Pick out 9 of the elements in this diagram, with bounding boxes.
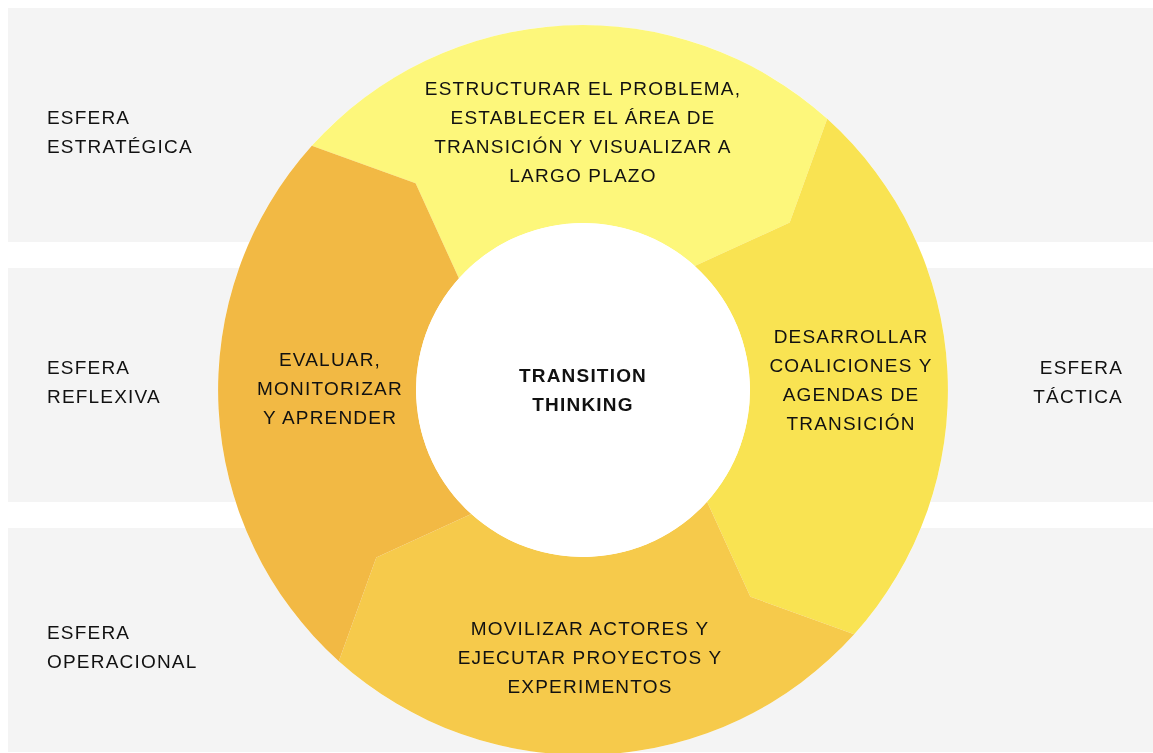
sphere-label: ESFERA REFLEXIVA xyxy=(47,356,162,409)
sphere-label: ESFERA OPERACIONAL xyxy=(47,621,199,674)
sphere-label: ESFERA ESTRATÉGICA xyxy=(47,106,194,159)
step-label: ESTRUCTURAR EL PROBLEMA, ESTABLECER EL ÁREA DE TRANSICIÓN Y VISUALIZAR A LARGO PLAZO xyxy=(423,77,743,188)
step-label: EVALUAR, MONITORIZAR Y APRENDER xyxy=(256,347,404,430)
sphere-label: ESFERA TÁCTICA xyxy=(1032,356,1123,409)
step-label: DESARROLLAR COALICIONES Y AGENDAS DE TRANSICIÓN xyxy=(768,325,934,436)
step-label: MOVILIZAR ACTORES Y EJECUTAR PROYECTOS Y EXPERIMENTOS xyxy=(456,616,724,699)
center-label: TRANSITION THINKING xyxy=(517,364,649,417)
